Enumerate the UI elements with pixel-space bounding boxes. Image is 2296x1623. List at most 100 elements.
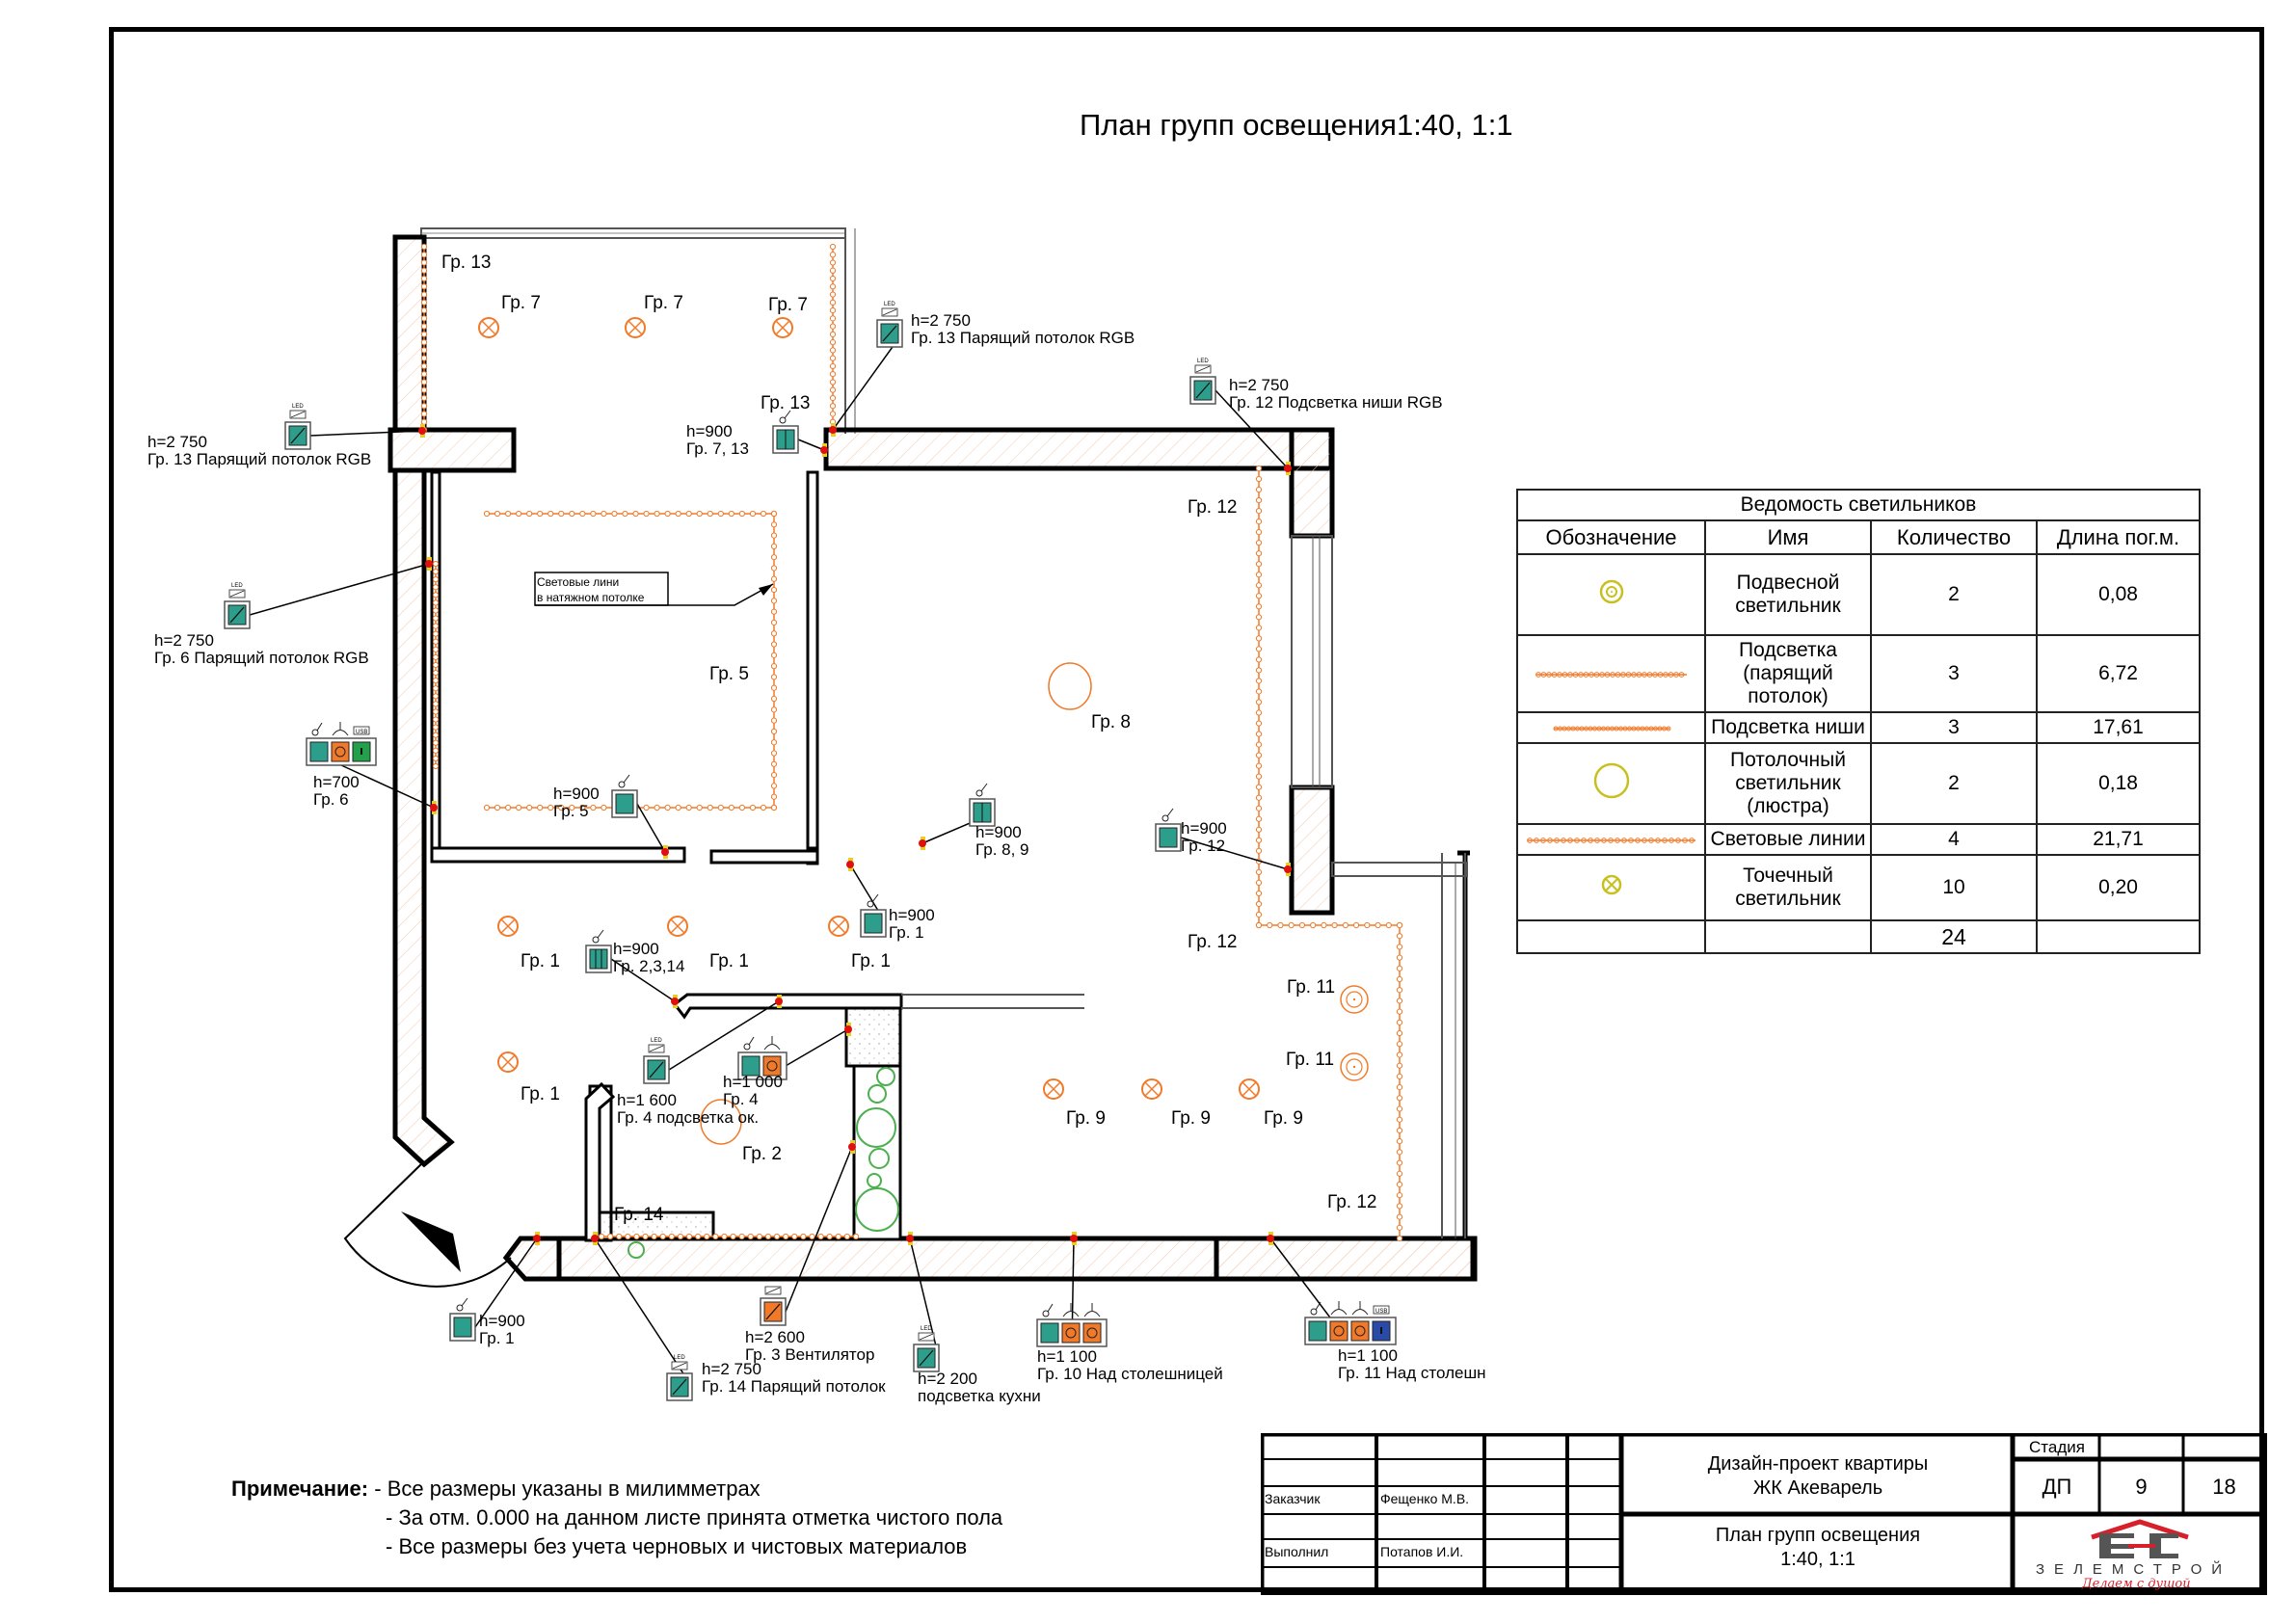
outlet-point-icon — [425, 560, 433, 568]
switch-icon — [615, 793, 634, 814]
socket-icon — [1082, 1322, 1102, 1344]
outlet-point-icon — [844, 1025, 852, 1033]
row-name: Подсветка (парящий потолок) — [1704, 634, 1872, 713]
outlet-point-icon — [418, 427, 426, 435]
device-height: h=900 — [613, 940, 659, 958]
callout-line1: Световые лини — [537, 575, 619, 589]
leader-line — [832, 333, 903, 431]
device-height: h=900 — [889, 906, 935, 924]
device-height: h=2 750 — [1229, 376, 1289, 394]
sheet-number: 9 — [2135, 1475, 2148, 1499]
leader-line — [668, 1000, 780, 1071]
switch-icon — [1159, 827, 1178, 848]
row-name: Точечный светильник — [1704, 854, 1872, 921]
switch-icon — [864, 913, 883, 934]
arrow-head-icon — [759, 584, 773, 596]
led-label: LED — [231, 583, 243, 589]
customer-name: Фещенко М.В. — [1380, 1491, 1470, 1506]
device-group: Гр. 13 Парящий потолок RGB — [147, 450, 371, 468]
row-length: 0,08 — [2036, 553, 2201, 636]
chandelier-icon — [700, 1099, 742, 1145]
kitchen-counter — [901, 994, 1084, 1009]
outlet-point-icon — [1284, 465, 1292, 472]
table-row: Точечный светильник 10 0,20 — [1516, 854, 2201, 921]
company-logo: ЗЕЛЕМСТРОЙ Делаем с душой — [2015, 1516, 2265, 1593]
spot-light-icon — [1239, 1078, 1260, 1100]
group-label: Гр. 13 — [441, 253, 491, 273]
led-label: LED — [1197, 359, 1209, 364]
note-line: - Все размеры указаны в милимметрах — [374, 1477, 761, 1501]
device-group: Гр. 7, 13 — [686, 439, 749, 458]
group-label: Гр. 7 — [644, 293, 683, 313]
leader-line — [1215, 389, 1289, 469]
group-label: Гр. 5 — [709, 664, 749, 684]
chandelier-icon — [1593, 762, 1629, 799]
row-name: Световые линии — [1704, 823, 1872, 856]
pendant-light-icon — [1599, 579, 1623, 604]
row-name: Подвесной светильник — [1704, 553, 1872, 636]
device-height: h=2 750 — [911, 311, 971, 330]
title-block-grid — [1261, 1433, 2267, 1595]
row-qty: 10 — [1870, 854, 2038, 921]
outlet-point-icon — [775, 998, 783, 1005]
usb-label: USB — [356, 730, 367, 735]
project-name-line2: ЖК Акеварель — [1752, 1477, 1883, 1499]
usb-label: USB — [1375, 1309, 1387, 1315]
sheet-frame — [109, 27, 2264, 1592]
group-label: Гр. 12 — [1327, 1192, 1376, 1212]
device-group: Гр. 11 Над столешн — [1338, 1364, 1485, 1382]
row-length: 0,18 — [2036, 742, 2201, 825]
device-group: Гр. 2,3,14 — [613, 957, 684, 975]
leader-line — [474, 1237, 538, 1328]
drawing-notes: Примечание: - Все размеры указаны в мили… — [231, 1475, 1002, 1561]
col-header-length: Длина пог.м. — [2036, 519, 2201, 555]
row-qty: 3 — [1870, 711, 2038, 744]
socket-icon — [762, 1055, 782, 1077]
spot-light-icon — [625, 317, 646, 338]
note-line: - За отм. 0.000 на данном листе принята … — [386, 1505, 1003, 1530]
right-glazing — [1291, 535, 1470, 1238]
group-label: Гр. 1 — [521, 1084, 560, 1104]
row-qty: 4 — [1870, 823, 2038, 856]
sheet-name-line2: 1:40, 1:1 — [1780, 1549, 1855, 1570]
led-label: LED — [292, 404, 304, 410]
device-group: Гр. 14 Парящий потолок — [702, 1377, 886, 1396]
led-label: LED — [884, 302, 895, 307]
device-height: h=1 100 — [1338, 1346, 1398, 1365]
spot-light-icon — [497, 916, 519, 937]
callout-line2: в натяжном потолке — [537, 591, 645, 604]
leader-lines — [249, 333, 1351, 1388]
company-slogan: Делаем с душой — [2082, 1577, 2191, 1591]
device-height: h=900 — [479, 1312, 525, 1330]
customer-label: Заказчик — [1265, 1491, 1321, 1506]
group-label: Гр. 9 — [1066, 1108, 1106, 1129]
col-header-name: Имя — [1704, 519, 1872, 555]
light-line-icon — [1526, 838, 1695, 843]
niche-strip-icon — [1553, 726, 1670, 732]
strip-gr6 — [432, 560, 440, 770]
group-label: Гр. 1 — [709, 951, 749, 971]
strip-gr14 — [598, 1233, 860, 1240]
schedule-caption: Ведомость светильников — [1516, 489, 2201, 521]
sheets-total: 18 — [2212, 1475, 2236, 1499]
fixture-schedule-table: Ведомость светильников Обозначение Имя К… — [1516, 489, 2201, 954]
device-height: h=1 000 — [723, 1073, 783, 1091]
leader-line — [340, 764, 435, 809]
sheet-name-line1: План групп освещения — [1715, 1525, 1921, 1546]
device-group: Гр. 3 Вентилятор — [745, 1345, 874, 1364]
group-label: Гр. 12 — [1188, 932, 1237, 952]
light-line-callout: Световые лини в натяжном потолке — [534, 572, 774, 606]
group-label: Гр. 9 — [1264, 1108, 1303, 1129]
switch-icon — [1308, 1320, 1327, 1342]
spot-light-icon — [828, 916, 849, 937]
device-height: h=2 200 — [918, 1370, 977, 1388]
spot-light-icon — [1141, 1078, 1162, 1100]
table-row: Потолочный светильник (люстра) 2 0,18 — [1516, 742, 2201, 825]
